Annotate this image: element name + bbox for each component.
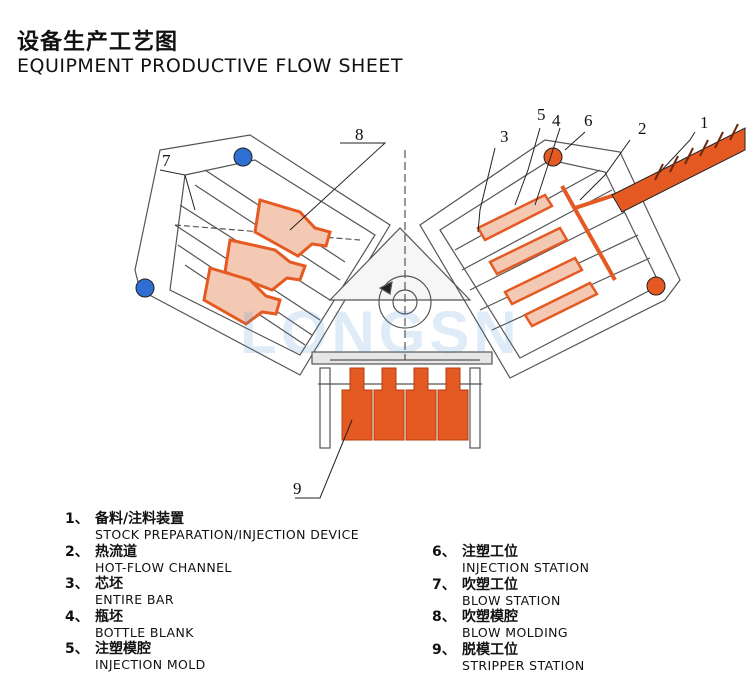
callout-9: 9: [293, 479, 302, 498]
blow-mold-cavity: [202, 266, 282, 326]
legend-item-cn: 8、吹塑模腔: [432, 610, 568, 624]
stripped-bottles: [341, 367, 469, 441]
title-chinese: 设备生产工艺图: [17, 30, 179, 55]
callout-1: 1: [700, 113, 709, 132]
injection-mold-cavity: [476, 193, 554, 242]
bottle-preform: [373, 367, 405, 441]
bolt-icon: [233, 147, 253, 167]
callout-3: 3: [500, 127, 509, 146]
bolt-icon: [135, 278, 155, 298]
callout-7: 7: [162, 151, 171, 170]
callout-labels: 1 2 3 4 5 6 7 8 9: [162, 105, 709, 498]
rotary-table: [311, 150, 493, 365]
rotation-arrow-icon: [378, 280, 393, 295]
legend-item-label-en: STRIPPER STATION: [462, 657, 585, 673]
injection-station-plate: [439, 159, 661, 359]
callout-5: 5: [537, 105, 546, 124]
bottle-preform: [341, 367, 373, 441]
legend-item-cn: 4、瓶坯: [65, 610, 194, 624]
legend-item-label-cn: 备料/注料装置: [95, 511, 185, 527]
callout-leaders: [159, 127, 696, 499]
legend-item-label-en: BLOW STATION: [462, 592, 561, 608]
callout-4: 4: [552, 111, 561, 130]
legend-item-label-en: HOT-FLOW CHANNEL: [95, 559, 232, 575]
legend-item-number: 3、: [65, 576, 89, 593]
legend-item-cn: 7、吹塑工位: [432, 578, 561, 592]
callout-8: 8: [355, 125, 364, 144]
blow-station-frame: [134, 134, 391, 376]
legend-item-label-cn: 瓶坯: [95, 608, 123, 625]
watermark: LONGSN: [240, 299, 521, 366]
injection-barrel: [611, 127, 746, 213]
legend-item-cn: 9、脱模工位: [432, 643, 585, 657]
callout-2: 2: [638, 119, 647, 138]
legend-item-number: 4、: [65, 608, 89, 625]
legend-item-cn: 1、备料/注料装置: [65, 512, 359, 526]
flow-diagram: 1 2 3 4 5 6 7 8 9: [134, 105, 746, 499]
legend-item-number: 9、: [432, 641, 456, 658]
injection-mold-cavity: [523, 281, 599, 328]
blow-station-bolts: [135, 147, 253, 298]
hot-runner-main: [560, 185, 617, 281]
legend-item-label-cn: 吹塑模腔: [462, 609, 518, 626]
injection-mold-cavity: [503, 256, 584, 306]
bolt-icon: [646, 276, 666, 296]
legend-item-label-en: BLOW MOLDING: [462, 625, 569, 641]
legend-item-number: 6、: [432, 544, 456, 560]
legend-item-label-en: STOCK PREPARATION/INJECTION DEVICE: [95, 527, 360, 542]
legend-item-label-en: INJECTION STATION: [462, 560, 590, 575]
callout-6: 6: [584, 111, 593, 130]
legend-item-label-cn: 脱模工位: [462, 641, 518, 658]
stripper-bar: [311, 351, 493, 365]
legend-item-cn: 3、芯坯: [65, 577, 174, 591]
legend-item-label-cn: 注塑模腔: [95, 641, 151, 658]
legend-item-cn: 5、注塑模腔: [65, 642, 206, 656]
injection-device: [611, 123, 746, 213]
rotary-triangle: [328, 227, 472, 301]
legend-item-label-cn: 注塑工位: [462, 544, 518, 560]
legend-item-label-cn: 芯坯: [95, 576, 123, 593]
legend-item-label-en: INJECTION MOLD: [95, 657, 206, 673]
legend-item-number: 5、: [65, 641, 89, 658]
legend-item-number: 2、: [65, 543, 89, 560]
injection-station-frame: [419, 139, 681, 379]
legend-item-label-cn: 热流道: [95, 543, 137, 560]
legend-item-label-en: BOTTLE BLANK: [95, 624, 194, 640]
legend-item-number: 7、: [432, 576, 456, 593]
bottle-preform: [405, 367, 437, 441]
legend-item-number: 1、: [65, 511, 89, 527]
injection-molds: [476, 193, 599, 328]
legend-item-cn: 6、注塑工位: [432, 545, 589, 559]
title-english: EQUIPMENT PRODUCTIVE FLOW SHEET: [17, 55, 403, 77]
legend-item-cn: 2、热流道: [65, 545, 232, 559]
legend-item-number: 8、: [432, 609, 456, 626]
injection-station-bolts: [543, 147, 666, 296]
bottle-preform: [437, 367, 469, 441]
legend-item-label-en: ENTIRE BAR: [95, 592, 174, 608]
injection-mold-cavity: [488, 226, 569, 276]
legend-item-label-cn: 吹塑工位: [462, 576, 518, 593]
